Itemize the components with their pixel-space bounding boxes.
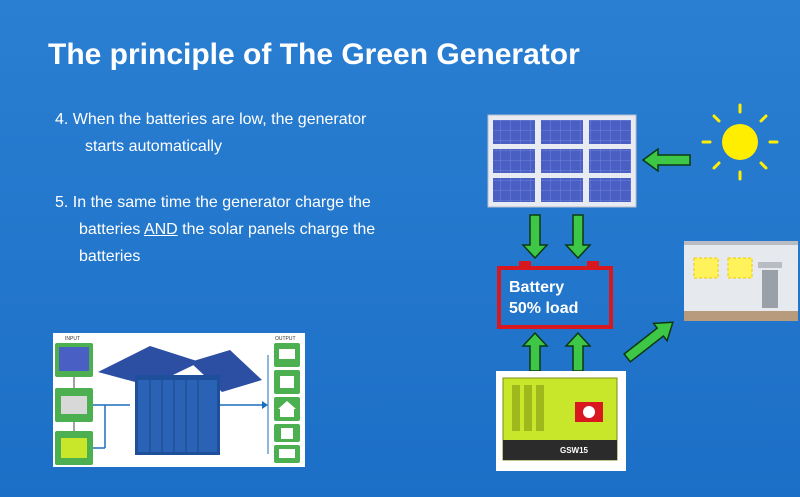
point-5-line2-pre: batteries	[79, 221, 144, 238]
battery-label-line2: 50% load	[509, 300, 579, 317]
solar-panel-icon	[487, 114, 637, 208]
arrow-generator-to-battery-2	[564, 331, 592, 372]
battery-icon	[497, 261, 613, 329]
generator-model-label: GSW15	[560, 446, 589, 455]
point-4-line2: starts automatically	[85, 138, 222, 155]
point-4: 4. When the batteries are low, the gener…	[55, 106, 475, 160]
arrow-generator-to-battery-1	[521, 331, 549, 372]
container-system-illustration: INPUT OUTPUT	[53, 333, 305, 467]
battery-label: Battery 50% load	[509, 277, 578, 319]
house-icon	[684, 241, 798, 321]
point-5-line2-post: the solar panels charge the	[177, 221, 376, 238]
arrow-panel-to-battery-2	[564, 214, 592, 260]
point-5-line1: 5. In the same time the generator charge…	[55, 194, 371, 211]
inset-output-label: OUTPUT	[275, 336, 296, 342]
battery-label-line1: Battery	[509, 279, 565, 296]
point-4-line1: 4. When the batteries are low, the gener…	[55, 111, 367, 128]
sun-icon	[701, 103, 779, 181]
arrow-sun-to-panel	[641, 147, 691, 173]
generator-icon: GSW15	[496, 371, 626, 471]
point-5-line3: batteries	[79, 248, 141, 265]
point-5-and-underlined: AND	[143, 221, 178, 238]
arrow-panel-to-battery-1	[521, 214, 549, 260]
slide-title: The principle of The Green Generator	[48, 38, 580, 71]
arrow-generator-to-house	[623, 321, 674, 363]
point-5: 5. In the same time the generator charge…	[55, 189, 475, 270]
inset-input-label: INPUT	[65, 336, 80, 342]
point-5-line2: batteries AND the solar panels charge th…	[55, 216, 475, 243]
